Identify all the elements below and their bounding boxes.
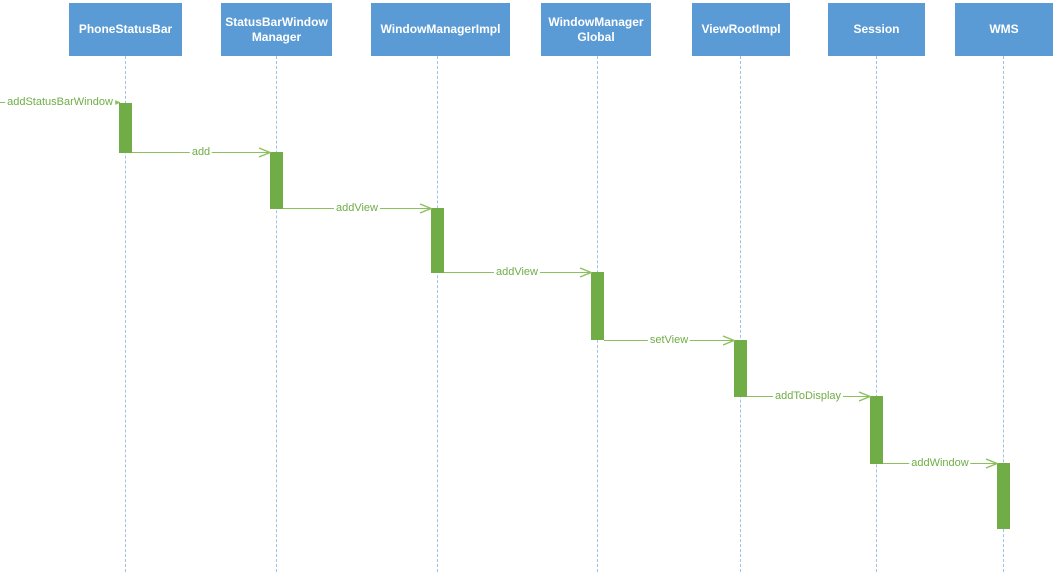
participant-label: ViewRootImpl <box>701 22 781 37</box>
lifeline-phonestatusbar <box>125 56 126 572</box>
activation-bar-phonestatusbar <box>119 103 132 153</box>
arrowhead-icon <box>258 147 271 158</box>
message-label: addView <box>494 266 540 278</box>
participant-label: PhoneStatusBar <box>78 22 173 37</box>
message-label: addStatusBarWindow <box>5 96 115 108</box>
arrowhead-icon <box>722 335 735 346</box>
arrowhead-icon <box>858 391 871 402</box>
participant-label: WMS <box>989 22 1019 37</box>
activation-bar-windowmanagerimpl <box>431 208 444 273</box>
message-label: addView <box>334 202 380 214</box>
message-label: setView <box>647 334 691 346</box>
arrowhead-icon <box>579 267 592 278</box>
message-label: add <box>189 146 213 158</box>
participant-label: WindowManager Global <box>548 15 644 44</box>
participant-label: StatusBarWindow Manager <box>225 15 328 44</box>
activation-bar-windowmanagerglobal <box>591 272 604 340</box>
participant-statusbarwindowmanager: StatusBarWindow Manager <box>221 3 332 56</box>
participant-windowmanagerimpl: WindowManagerImpl <box>371 3 510 56</box>
participant-label: Session <box>853 22 900 37</box>
participant-windowmanagerglobal: WindowManager Global <box>541 3 651 56</box>
lifeline-statusbarwindowmanager <box>276 56 277 572</box>
activation-bar-wms <box>997 463 1010 529</box>
participant-viewrootimpl: ViewRootImpl <box>692 3 790 56</box>
participant-wms: WMS <box>955 3 1053 56</box>
lifeline-windowmanagerimpl <box>437 56 438 572</box>
lifeline-wms <box>1003 56 1004 572</box>
message-label: addWindow <box>909 457 971 469</box>
arrowhead-icon <box>419 203 432 214</box>
activation-bar-statusbarwindowmanager <box>270 152 283 209</box>
participant-phonestatusbar: PhoneStatusBar <box>69 3 182 56</box>
participant-label: WindowManagerImpl <box>380 22 501 37</box>
lifeline-viewrootimpl <box>740 56 741 572</box>
lifeline-session <box>876 56 877 572</box>
participant-session: Session <box>828 3 925 56</box>
arrowhead-icon <box>985 458 998 469</box>
activation-bar-session <box>870 396 883 464</box>
message-label: addToDisplay <box>772 390 844 402</box>
activation-bar-viewrootimpl <box>734 340 747 397</box>
